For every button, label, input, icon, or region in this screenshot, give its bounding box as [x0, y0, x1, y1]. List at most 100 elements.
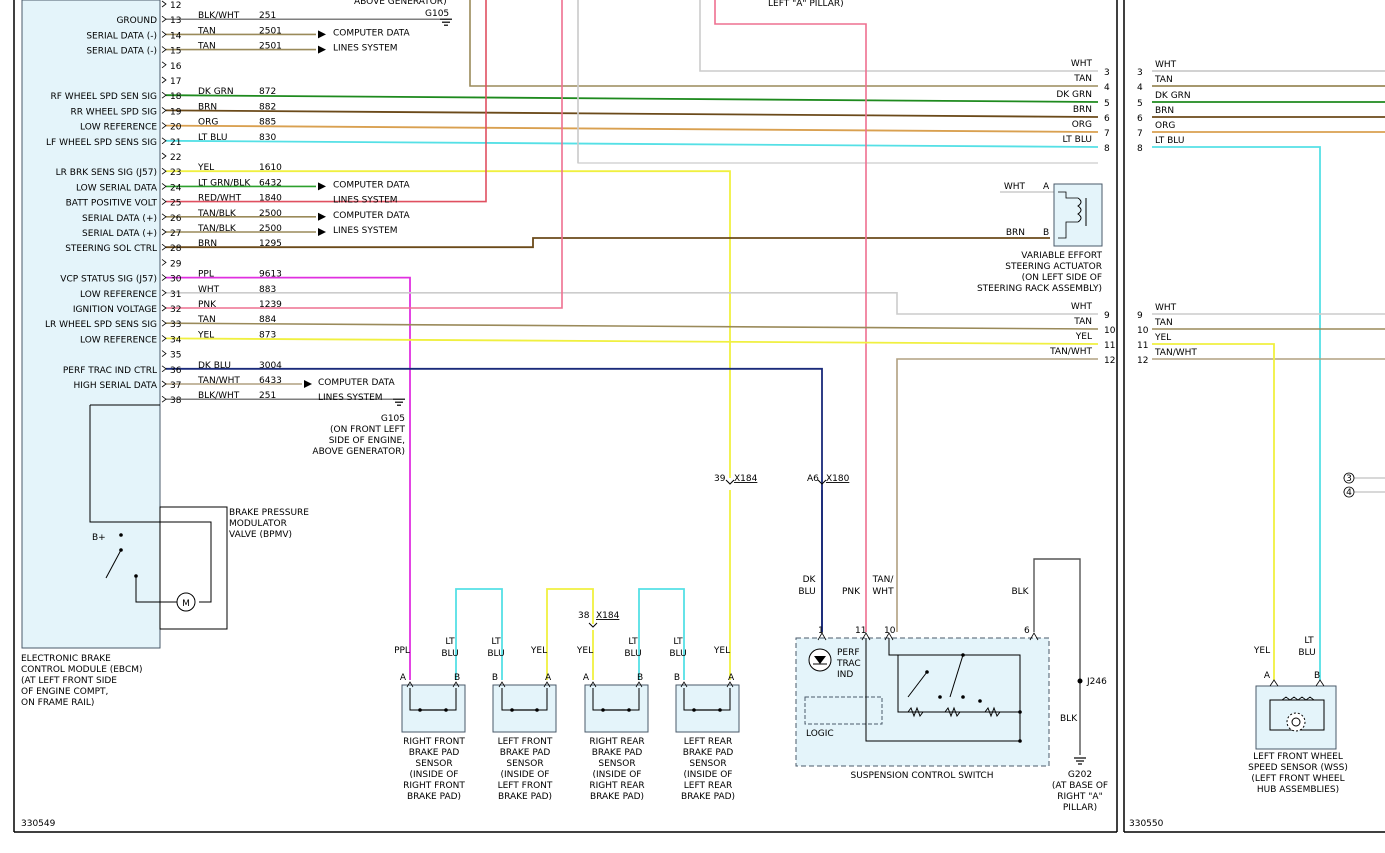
wire-color-label: YEL [197, 330, 214, 340]
tone-ring-icon [1286, 712, 1306, 732]
sensor-wire-color: LT [673, 637, 683, 647]
pin-terminal-icon [161, 289, 167, 297]
computer-data-label: COMPUTER DATA [318, 378, 395, 388]
bpmv-label: MODULATOR [229, 519, 287, 529]
pin-terminal-icon [161, 228, 167, 236]
computer-data-label: LINES SYSTEM [333, 226, 398, 236]
wire-color-label: TAN [197, 26, 216, 36]
suspension-switch-label: SUSPENSION CONTROL SWITCH [850, 771, 993, 781]
wire-color-label: BLK/WHT [198, 11, 240, 21]
switch-wire-color: TAN/ [872, 575, 895, 585]
pin-terminal-icon [161, 274, 167, 281]
wire-brn-882 [165, 109, 1099, 118]
wire-wht-3 [699, 0, 1098, 72]
wire-color-label: RED/WHT [198, 194, 242, 204]
sensor-wire-color: BLU [669, 649, 686, 659]
ebcm-label: ON FRAME RAIL) [21, 698, 94, 708]
bplus-label: B+ [92, 533, 106, 543]
sensor-wire-color: BLU [441, 649, 458, 659]
right-page-wire-color: YEL [1154, 333, 1171, 343]
wire-circuit-label: 872 [259, 87, 276, 97]
veso-box [1053, 183, 1103, 247]
ebcm-pin-label: BATT POSITIVE VOLT [66, 199, 158, 209]
wss-label: LEFT FRONT WHEEL [1253, 752, 1343, 762]
bpmv-label: BRAKE PRESSURE [229, 508, 309, 518]
pin-terminal-icon [726, 681, 734, 688]
computer-data-label: COMPUTER DATA [333, 28, 410, 38]
wire-circuit-label: 1295 [259, 239, 282, 249]
wire-yel-loop [546, 588, 594, 680]
wire-yel-wss [1152, 343, 1275, 680]
pin-terminal-icon [161, 61, 167, 69]
brake-pad-sensor-label: SENSOR [506, 759, 543, 769]
sensor-contact [601, 708, 605, 712]
veso-label: (ON LEFT SIDE OF [1022, 273, 1102, 283]
brake-pad-sensor-label: BRAKE PAD) [407, 792, 461, 802]
wss-wire-color: BLU [1298, 648, 1315, 658]
ebcm-pin-25: 25 [170, 199, 181, 209]
switch-pin: 10 [884, 626, 896, 636]
wire-tanwht-12 [896, 358, 1098, 632]
arrow-icon [304, 380, 312, 388]
ebcm-label: CONTROL MODULE (EBCM) [21, 665, 143, 675]
pin-terminal-icon [817, 632, 827, 641]
pin-terminal-icon [161, 15, 167, 23]
ebcm-pin-19: 19 [170, 107, 182, 117]
pin-terminal-icon [161, 365, 167, 373]
logic-box [804, 696, 883, 725]
switch-pin: 11 [855, 626, 866, 636]
connector-name: X180 [826, 474, 850, 484]
brake-pad-sensor-label: (INSIDE OF [409, 770, 458, 780]
switch-wire-color: BLK [1011, 587, 1029, 597]
bpmv-box [159, 506, 228, 630]
sensor-wire-color: YEL [576, 646, 593, 656]
bpmv-label: VALVE (BPMV) [229, 530, 292, 540]
right-page-wire-num: 5 [1137, 99, 1143, 109]
wire-circuit-label: 873 [259, 330, 276, 340]
pin-terminal-icon [161, 319, 167, 327]
switch-wire-color: DK [803, 575, 817, 585]
ebcm-pin-35: 35 [170, 351, 181, 361]
wire-color-label: TAN/WHT [197, 376, 240, 386]
pin-terminal-icon [406, 681, 414, 688]
wire-color-label: TAN/BLK [197, 224, 237, 234]
ebcm-pin-label: PERF TRAC IND CTRL [63, 366, 157, 376]
diagram-id-right: 330550 [1129, 819, 1164, 829]
ebcm-pin-12: 12 [170, 1, 181, 11]
brake-pad-sensor-label: BRAKE PAD [500, 748, 551, 758]
arrow-icon [318, 182, 326, 191]
switch-circuit [865, 638, 1021, 742]
brake-pad-sensor-label: SENSOR [598, 759, 635, 769]
right-wire-num: 7 [1104, 129, 1110, 139]
wire-wht-883 [166, 291, 1098, 315]
sensor-internal [409, 688, 420, 711]
right-wire-num: 10 [1104, 326, 1116, 336]
wss-wire-color: LT [1304, 636, 1314, 646]
right-wire-num: 3 [1104, 68, 1110, 78]
sensor-internal [629, 688, 640, 711]
pin-terminal-icon [161, 91, 167, 99]
brake-pad-sensor-label: BRAKE PAD [592, 748, 643, 758]
ebcm-pin-label: HIGH SERIAL DATA [73, 381, 157, 391]
pin-terminal-icon [884, 632, 894, 641]
wire-circuit-label: 9613 [259, 270, 282, 280]
right-wire-color-label: BRN [1073, 105, 1092, 115]
switch-wire-color: BLU [798, 587, 815, 597]
pin-terminal-icon [161, 395, 167, 403]
wire-brn-1295 [166, 237, 1050, 249]
right-page-wire-color: WHT [1155, 60, 1177, 70]
ebcm-pin-label: IGNITION VOLTAGE [73, 305, 157, 315]
brake-pad-sensor-label: LEFT FRONT [498, 781, 553, 791]
pin-terminal-icon [861, 632, 871, 641]
sensor-contact [718, 708, 722, 712]
brake-pad-sensor-label: BRAKE PAD) [590, 792, 644, 802]
switch-wire-color: WHT [872, 587, 894, 597]
wire-circuit-label: 3004 [259, 361, 282, 371]
right-page-wire-num: 6 [1137, 114, 1143, 124]
wire-color-label: BRN [198, 102, 217, 112]
computer-data-label: COMPUTER DATA [333, 211, 410, 221]
pin-terminal-icon [1315, 679, 1325, 687]
sensor-internal [683, 688, 694, 711]
brake-pad-sensor-label: LEFT REAR [684, 781, 732, 791]
right-page-wire-color: ORG [1155, 121, 1175, 131]
